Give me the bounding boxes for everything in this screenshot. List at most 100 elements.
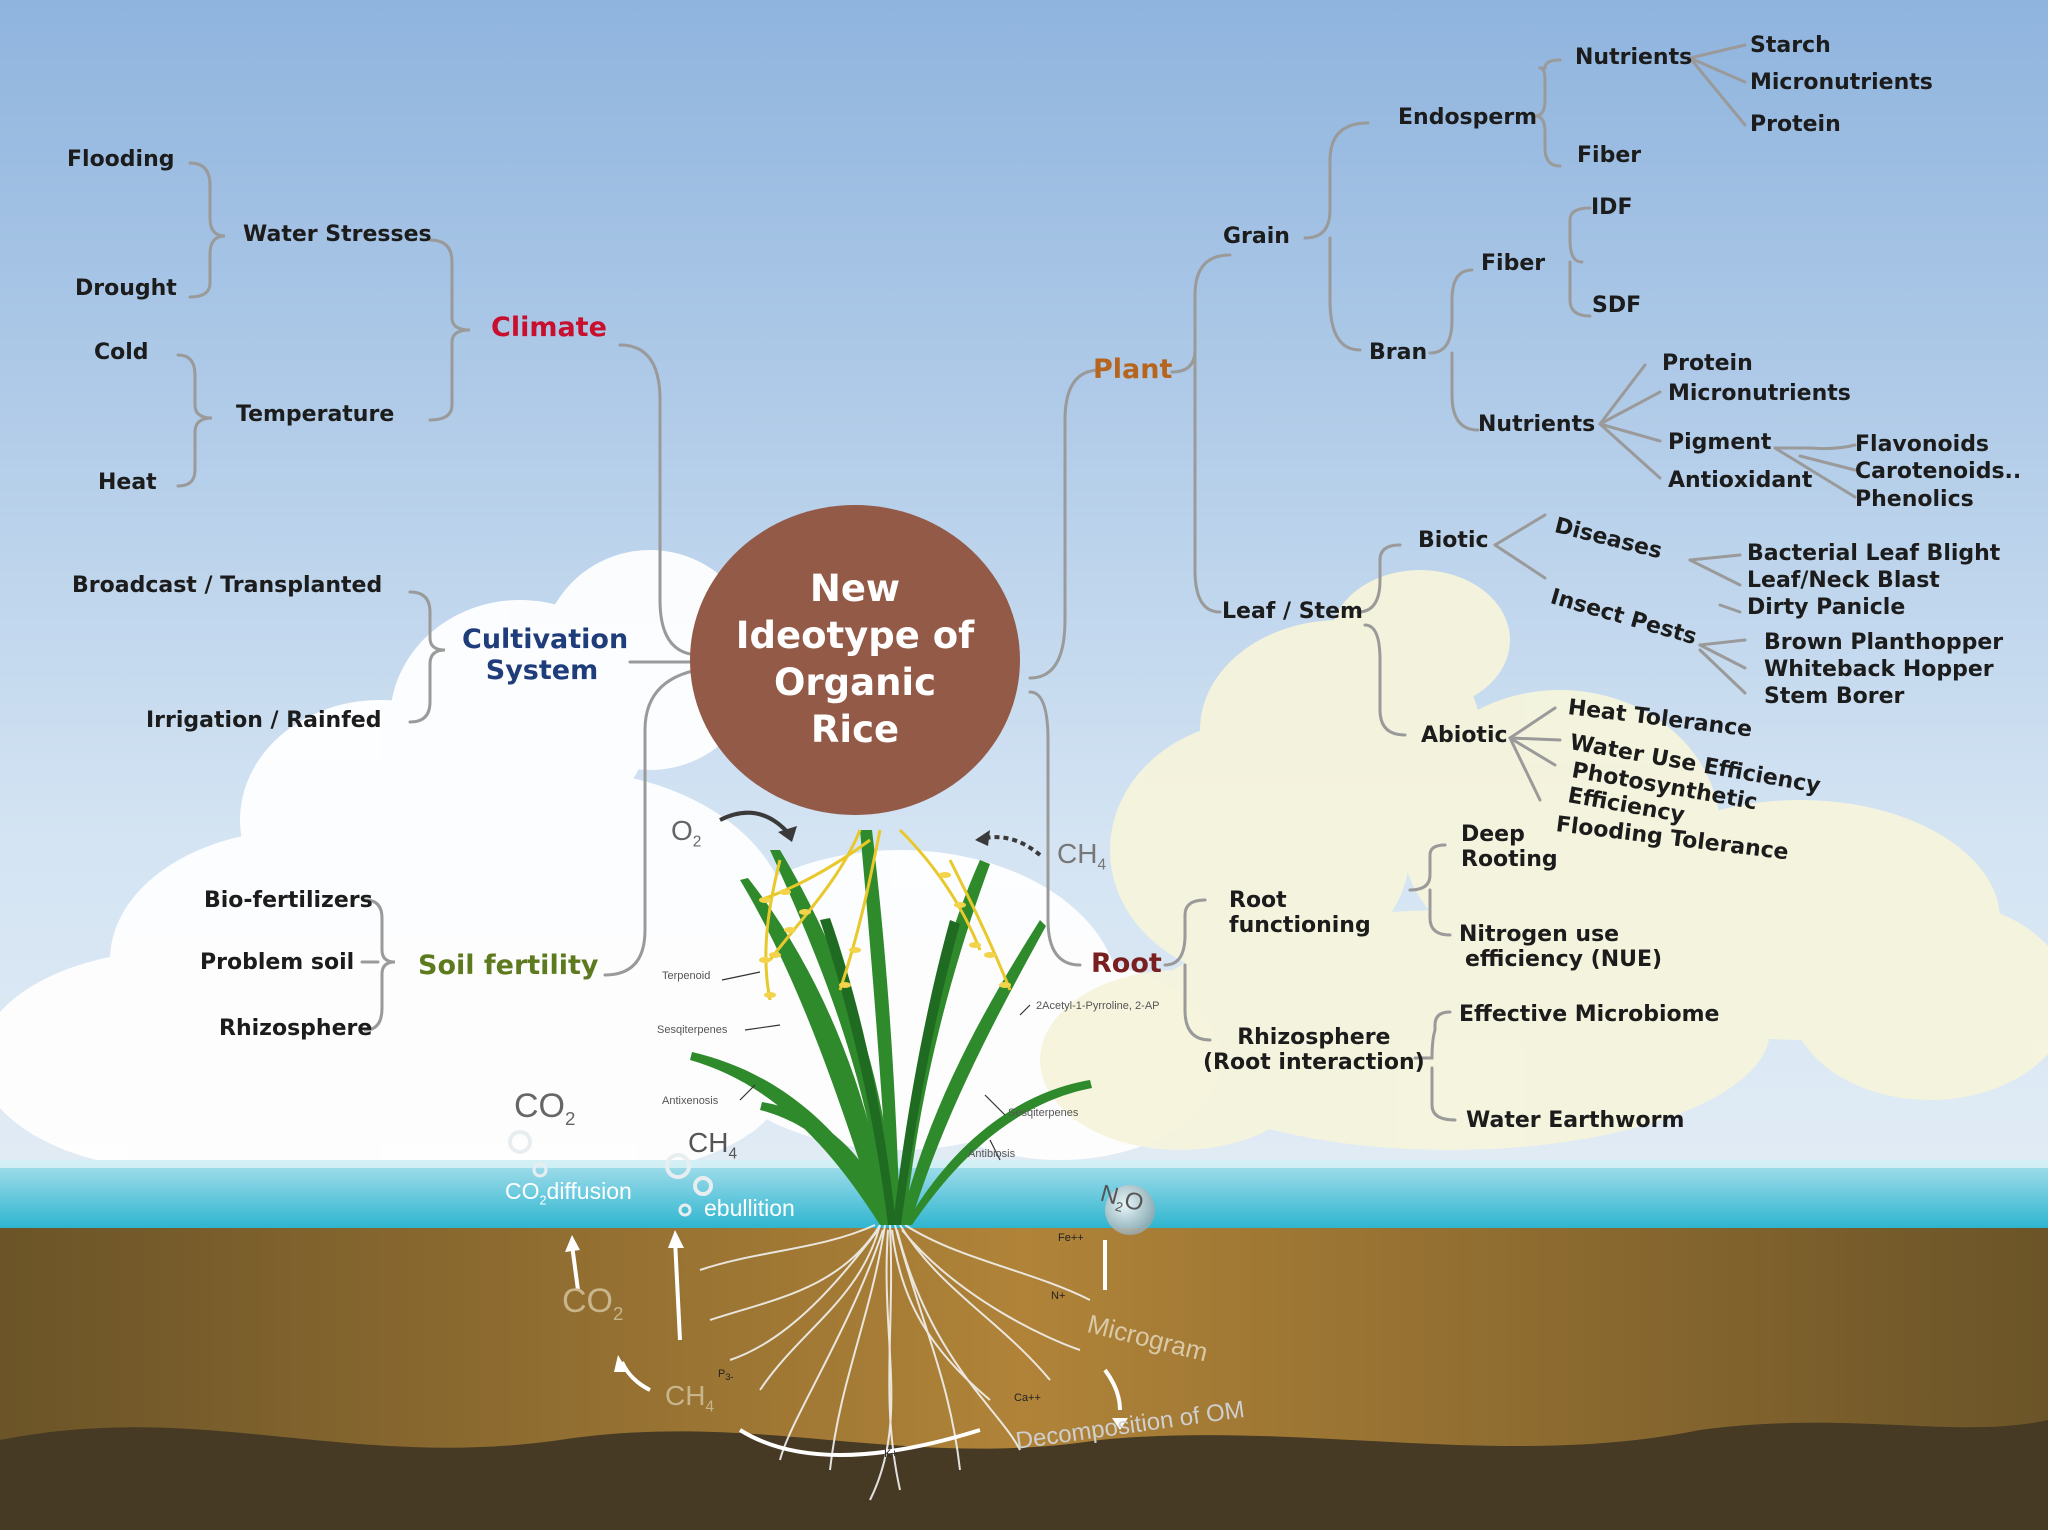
center-title: New Ideotype of Organic Rice xyxy=(735,567,975,751)
brown-planthopper-label: Brown Planthopper xyxy=(1764,630,2004,655)
rice-plant-illustration xyxy=(690,828,1092,1501)
bacterial-leaf-blight-label: Bacterial Leaf Blight xyxy=(1747,541,2001,566)
ch4-soil-sub: 4 xyxy=(705,1398,715,1416)
sdf-label: SDF xyxy=(1592,293,1642,318)
nue-label: Nitrogen use efficiency (NUE) xyxy=(1459,922,1662,973)
endosperm-fiber-label: Fiber xyxy=(1577,143,1642,168)
rhizosphere-root-label: Rhizosphere (Root interaction) xyxy=(1203,1025,1425,1076)
abiotic-label: Abiotic xyxy=(1421,723,1508,748)
compound-pointers xyxy=(721,971,1031,1161)
starch-label: Starch xyxy=(1750,33,1831,58)
k-ion-label: K+ xyxy=(884,1448,898,1460)
nue-line1: Nitrogen use xyxy=(1459,922,1620,947)
antioxidant-label: Antioxidant xyxy=(1668,468,1813,493)
ch4-mid-sub: 4 xyxy=(728,1145,738,1163)
irrigation-label: Irrigation / Rainfed xyxy=(146,708,382,733)
leaf-stem-label: Leaf / Stem xyxy=(1222,599,1363,624)
stem-borer-label: Stem Borer xyxy=(1764,684,1905,709)
leaf-neck-blast-label: Leaf/Neck Blast xyxy=(1747,568,1940,593)
biotic-label: Biotic xyxy=(1418,528,1489,553)
sesqiterpenes-right-label: Sesqiterpenes xyxy=(1008,1107,1079,1119)
rhizosphere-soil-label: Rhizosphere xyxy=(219,1016,373,1041)
ch4-top-label: CH4 xyxy=(1057,838,1106,875)
antixenosis-label: Antixenosis xyxy=(662,1095,719,1107)
water-earthworm-label: Water Earthworm xyxy=(1466,1108,1685,1133)
panicles xyxy=(759,828,1012,1001)
root-functioning-label: Root functioning xyxy=(1229,888,1371,939)
flavonoids-label: Flavonoids xyxy=(1855,432,1990,457)
ch4-top-sub: 4 xyxy=(1097,856,1107,874)
o2-label: O2 xyxy=(671,815,701,852)
bran-label: Bran xyxy=(1369,340,1428,365)
n-ion-label: N+ xyxy=(1051,1290,1066,1302)
co2-top-text: CO xyxy=(514,1087,565,1125)
cultivation-line2: System xyxy=(485,655,599,687)
soil-fertility-category: Soil fertility xyxy=(418,950,599,981)
ca-ion-label: Ca++ xyxy=(1014,1392,1041,1404)
root-functioning-line1: Root xyxy=(1229,888,1287,913)
terpenoid-label: Terpenoid xyxy=(662,970,711,982)
bubbles xyxy=(508,1130,1155,1235)
grain-label: Grain xyxy=(1223,224,1290,249)
endosperm-label: Endosperm xyxy=(1398,105,1538,130)
grains xyxy=(759,872,1011,998)
dirty-panicle-label: Dirty Panicle xyxy=(1747,595,1906,620)
cloud-left xyxy=(0,550,1220,1190)
plant-category: Plant xyxy=(1093,354,1173,385)
phenolics-label: Phenolics xyxy=(1855,487,1974,512)
water-layer xyxy=(0,1160,2048,1230)
o2-text: O xyxy=(671,815,693,846)
co2-soil-label: CO2 xyxy=(562,1282,623,1325)
co2-diffusion-text: CO xyxy=(505,1178,540,1204)
antibiosis-label: Antibiosis xyxy=(968,1148,1016,1160)
root-functioning-line2: functioning xyxy=(1229,913,1371,939)
ch4-mid-label: CH4 xyxy=(688,1127,737,1164)
deep-rooting-label: Deep Rooting xyxy=(1461,822,1558,873)
co2-diffusion-sub: 2 xyxy=(539,1193,547,1208)
connector-lines xyxy=(176,43,1857,1122)
deep-soil xyxy=(0,1420,2048,1530)
cold-label: Cold xyxy=(94,340,149,365)
co2-diffusion-label: CO2diffusion xyxy=(505,1178,632,1208)
co2-soil-sub: 2 xyxy=(613,1302,624,1324)
whiteback-hopper-label: Whiteback Hopper xyxy=(1764,657,1994,682)
cultivation-line1: Cultivation xyxy=(462,624,629,655)
water-stresses-label: Water Stresses xyxy=(243,222,432,247)
temperature-label: Temperature xyxy=(236,402,395,427)
fe-ion-label: Fe++ xyxy=(1058,1232,1084,1244)
nue-line2: efficiency (NUE) xyxy=(1465,947,1663,973)
deep-rooting-line2: Rooting xyxy=(1461,847,1558,873)
bran-micronutrients-label: Micronutrients xyxy=(1668,381,1851,406)
cloud-right xyxy=(1040,570,2048,1150)
bio-fertilizers-label: Bio-fertilizers xyxy=(204,888,373,913)
acetyl-pyrroline-label: 2Acetyl-1-Pyrroline, 2-AP xyxy=(1036,1000,1160,1012)
ch4-top-text: CH xyxy=(1057,838,1098,869)
ch4-soil-text: CH xyxy=(665,1380,706,1411)
co2-soil-text: CO xyxy=(562,1282,613,1320)
p-ion-sub: 3- xyxy=(725,1372,734,1383)
bran-fiber-label: Fiber xyxy=(1481,251,1546,276)
p-ion-text: P xyxy=(718,1368,726,1380)
o2-sub: 2 xyxy=(692,833,702,851)
bran-protein-label: Protein xyxy=(1662,351,1753,376)
co2-diffusion-word: diffusion xyxy=(546,1178,632,1204)
endosperm-micronutrients-label: Micronutrients xyxy=(1750,70,1933,95)
gas-arrows xyxy=(719,810,1042,857)
root-category: Root xyxy=(1091,948,1162,979)
pigment-label: Pigment xyxy=(1668,430,1772,455)
co2-top-sub: 2 xyxy=(565,1107,576,1129)
endosperm-nutrients-label: Nutrients xyxy=(1575,45,1693,70)
roots xyxy=(699,1224,1091,1501)
co2-top-label: CO2 xyxy=(514,1087,575,1130)
deep-rooting-line1: Deep xyxy=(1461,822,1525,847)
endosperm-protein-label: Protein xyxy=(1750,112,1841,137)
rhizosphere-root-line1: Rhizosphere xyxy=(1237,1025,1391,1050)
sesqiterpenes-left-label: Sesqiterpenes xyxy=(657,1024,728,1036)
rhizosphere-root-line2: (Root interaction) xyxy=(1203,1050,1425,1076)
broadcast-label: Broadcast / Transplanted xyxy=(72,573,383,598)
drought-label: Drought xyxy=(75,276,177,301)
bran-nutrients-label: Nutrients xyxy=(1478,412,1596,437)
flooding-label: Flooding xyxy=(67,147,175,172)
ch4-soil-label: CH4 xyxy=(665,1380,714,1417)
